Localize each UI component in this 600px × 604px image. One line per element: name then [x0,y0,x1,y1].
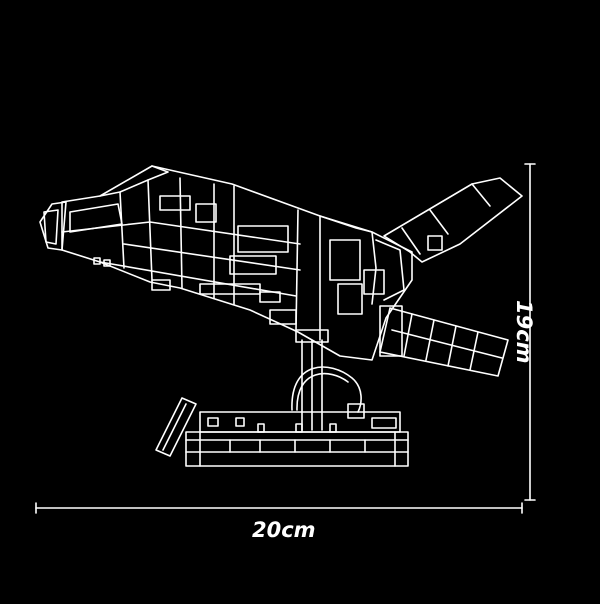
height-dimension-line [524,163,536,501]
display-plaque [155,397,197,457]
shuttle-fuselage [39,165,413,361]
height-dimension-label: 19cm [512,300,536,364]
shuttle-bay-door [383,177,523,263]
shuttle-engines [379,305,509,377]
display-base [185,403,409,467]
display-stand [291,329,362,431]
width-dimension-label: 20cm [252,518,316,542]
width-dimension-line [35,502,523,514]
